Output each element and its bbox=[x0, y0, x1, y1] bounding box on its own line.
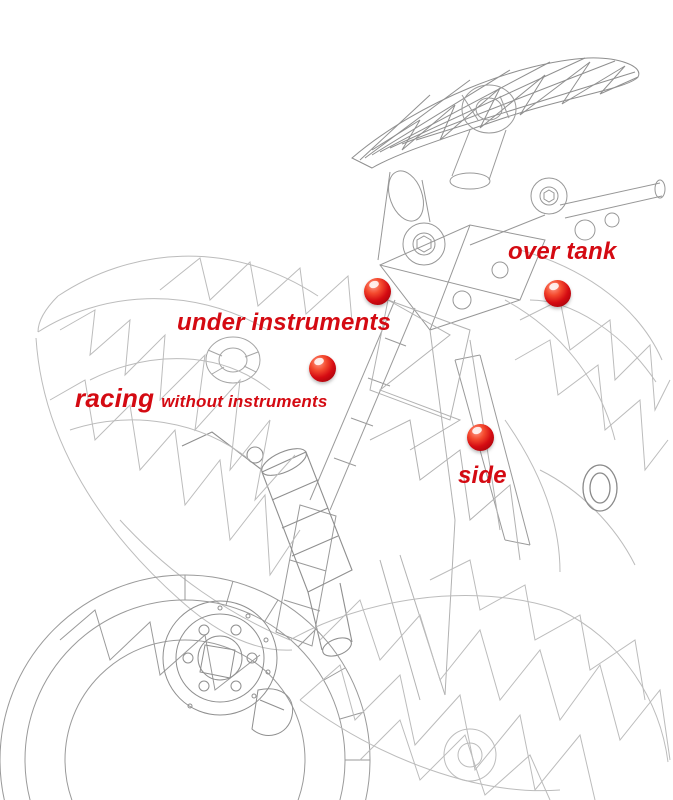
front-fork bbox=[275, 299, 531, 647]
marker-dot-racing[interactable] bbox=[309, 355, 336, 382]
intake-ring bbox=[205, 336, 261, 384]
marker-dot-under-instruments[interactable] bbox=[364, 278, 391, 305]
lower-body-mesh bbox=[289, 559, 671, 800]
tank-right-mesh bbox=[504, 249, 671, 573]
marker-dot-over-tank[interactable] bbox=[544, 280, 571, 307]
label-over-tank: over tank bbox=[508, 238, 617, 265]
label-racing-secondary: without instruments bbox=[161, 392, 328, 411]
side-vent bbox=[582, 464, 618, 512]
windscreen-mesh bbox=[351, 57, 640, 169]
label-racing-main: racing bbox=[75, 383, 155, 413]
mirror-pod bbox=[449, 84, 517, 190]
front-wheel bbox=[0, 574, 371, 800]
label-racing: racing without instruments bbox=[75, 383, 327, 414]
marker-dot-side[interactable] bbox=[467, 424, 494, 451]
center-frame-mesh bbox=[369, 299, 521, 701]
brake-disc bbox=[162, 600, 294, 736]
left-fairing-mesh bbox=[35, 255, 353, 651]
label-under-instruments: under instruments bbox=[177, 309, 392, 336]
label-side: side bbox=[458, 462, 507, 489]
